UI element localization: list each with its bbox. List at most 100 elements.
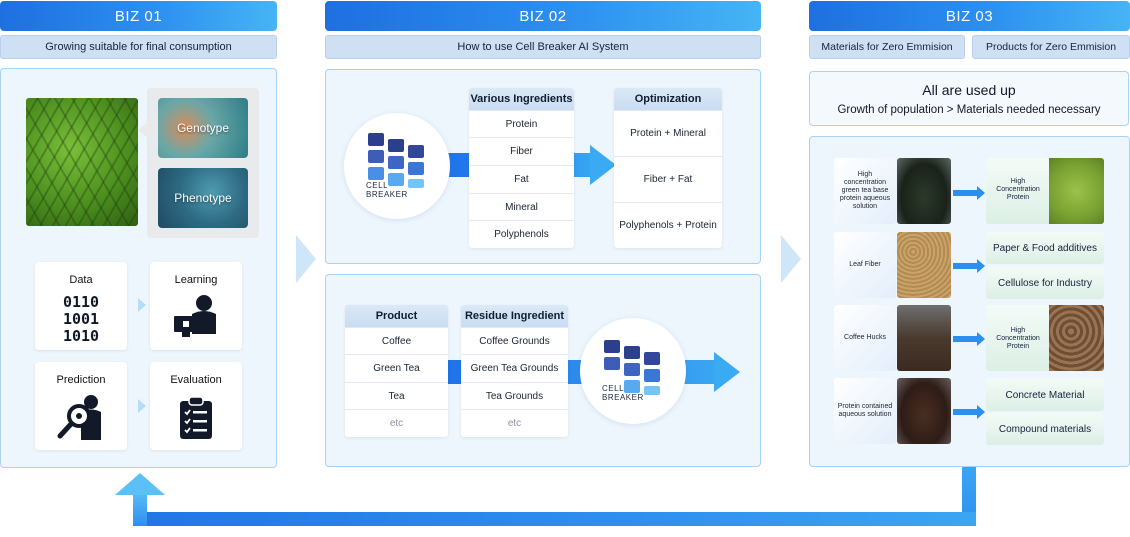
- residue-item: Coffee Grounds: [461, 327, 568, 354]
- ingredients-list: Various Ingredients Protein Fiber Fat Mi…: [469, 88, 574, 248]
- biz02-header: BIZ 02: [325, 1, 761, 31]
- optimization-item: Protein + Mineral: [614, 110, 722, 156]
- result-box: Paper & Food additives: [986, 232, 1104, 264]
- logo-text: CELL BREAKER: [602, 384, 644, 402]
- result-box: High Concentration Protein: [986, 158, 1104, 224]
- logo-block: [644, 369, 660, 382]
- small-arrow-bar: [953, 263, 978, 269]
- optimization-item: Polyphenols + Protein: [614, 202, 722, 247]
- residue-item: Green Tea Grounds: [461, 354, 568, 382]
- return-arrow-head: [115, 473, 165, 495]
- leaf-image: [26, 98, 138, 226]
- small-arrow-bar: [953, 336, 978, 342]
- logo-block: [408, 162, 424, 175]
- small-arrow-head: [977, 186, 985, 200]
- clipboard-icon: [180, 396, 212, 439]
- result-box: Concrete Material: [986, 379, 1104, 411]
- result-box: Cellulose for Industry: [986, 267, 1104, 299]
- result-label: High Concentration Protein: [996, 178, 1040, 201]
- evaluation-card: Evaluation: [150, 362, 242, 450]
- return-arrow-segment: [133, 492, 147, 526]
- chevron-right-icon: [138, 298, 146, 312]
- logo-block: [368, 150, 384, 163]
- leaf-fiber-image: [897, 232, 951, 298]
- small-arrow-bar: [953, 409, 978, 415]
- ingredient-item: Polyphenols: [469, 220, 574, 247]
- optimization-list: Optimization Protein + Mineral Fiber + F…: [614, 88, 722, 248]
- result-label: High Concentration Protein: [996, 327, 1040, 350]
- phenotype-label: Phenotype: [174, 191, 232, 205]
- logo-block: [604, 340, 620, 353]
- chevron-right-icon: [138, 399, 146, 413]
- material-label: Leaf Fiber: [834, 232, 896, 298]
- small-arrow-bar: [953, 190, 978, 196]
- chevron-right-icon: [296, 235, 316, 283]
- residue-list: Residue Ingredient Coffee Grounds Green …: [461, 305, 568, 437]
- genotype-card: Genotype: [158, 98, 248, 158]
- logo-block: [368, 133, 384, 146]
- binary-line: 1010: [62, 327, 100, 345]
- logo-text-line: CELL: [366, 181, 389, 190]
- optimization-item: Fiber + Fat: [614, 156, 722, 202]
- binary-line: 0110: [62, 293, 100, 311]
- logo-block: [368, 167, 384, 180]
- data-card-title: Data: [69, 274, 93, 286]
- flow-arrow-head: [714, 352, 740, 392]
- prediction-card: Prediction: [35, 362, 127, 450]
- learning-card-title: Learning: [174, 274, 218, 286]
- ingredient-item: Mineral: [469, 193, 574, 220]
- product-item: Coffee: [345, 327, 448, 354]
- green-tea-solution-image: [897, 158, 951, 224]
- data-card: Data 0110 1001 1010: [35, 262, 127, 350]
- small-arrow-head: [977, 332, 985, 346]
- logo-text-line: CELL: [602, 384, 625, 393]
- ingredient-item: Fat: [469, 165, 574, 193]
- logo-block: [388, 156, 404, 169]
- binary-icon: 0110 1001 1010: [35, 294, 127, 345]
- binary-line: 1001: [62, 310, 100, 328]
- logo-text: CELL BREAKER: [366, 181, 408, 199]
- logo-block: [388, 139, 404, 152]
- logo-block: [388, 173, 404, 186]
- prediction-card-title: Prediction: [56, 374, 106, 386]
- ingredient-item: Protein: [469, 110, 574, 137]
- optimization-title: Optimization: [614, 88, 722, 110]
- phenotype-card: Phenotype: [158, 168, 248, 228]
- logo-block: [408, 179, 424, 188]
- biz01-header: BIZ 01: [0, 1, 277, 31]
- callout-pointer: [138, 122, 148, 138]
- wood-chips-image: [1049, 305, 1104, 371]
- residue-item: Tea Grounds: [461, 382, 568, 409]
- coffee-hucks-image: [897, 305, 951, 371]
- matcha-powder-image: [1049, 158, 1104, 224]
- all-used-box: All are used up Growth of population > M…: [809, 71, 1129, 126]
- materials-tab: Materials for Zero Emmision: [809, 35, 965, 59]
- ingredients-title: Various Ingredients: [469, 88, 574, 110]
- logo-block: [644, 386, 660, 395]
- biz01-subheader: Growing suitable for final consumption: [0, 35, 277, 59]
- learning-card: Learning: [150, 262, 242, 350]
- cell-breaker-logo: CELL BREAKER: [344, 113, 450, 219]
- residue-item: etc: [461, 409, 568, 436]
- chevron-right-icon: [781, 235, 801, 283]
- small-arrow-head: [977, 259, 985, 273]
- biz03-header: BIZ 03: [809, 1, 1130, 31]
- logo-block: [408, 145, 424, 158]
- ingredient-item: Fiber: [469, 137, 574, 165]
- product-list: Product Coffee Green Tea Tea etc: [345, 305, 448, 437]
- genotype-label: Genotype: [176, 121, 230, 135]
- return-arrow-segment: [133, 512, 976, 526]
- logo-block: [624, 363, 640, 376]
- evaluation-card-title: Evaluation: [170, 374, 222, 386]
- logo-block: [624, 380, 640, 393]
- material-label: Coffee Hucks: [834, 305, 896, 371]
- logo-text-line: BREAKER: [602, 393, 644, 402]
- result-box: Compound materials: [986, 413, 1104, 445]
- product-item: Tea: [345, 382, 448, 409]
- logo-block: [604, 357, 620, 370]
- biz02-subheader: How to use Cell Breaker AI System: [325, 35, 761, 59]
- small-arrow-head: [977, 405, 985, 419]
- return-arrow-segment: [962, 467, 976, 526]
- material-label: Protein contained aqueous solution: [834, 378, 896, 444]
- learning-icon: [174, 295, 216, 337]
